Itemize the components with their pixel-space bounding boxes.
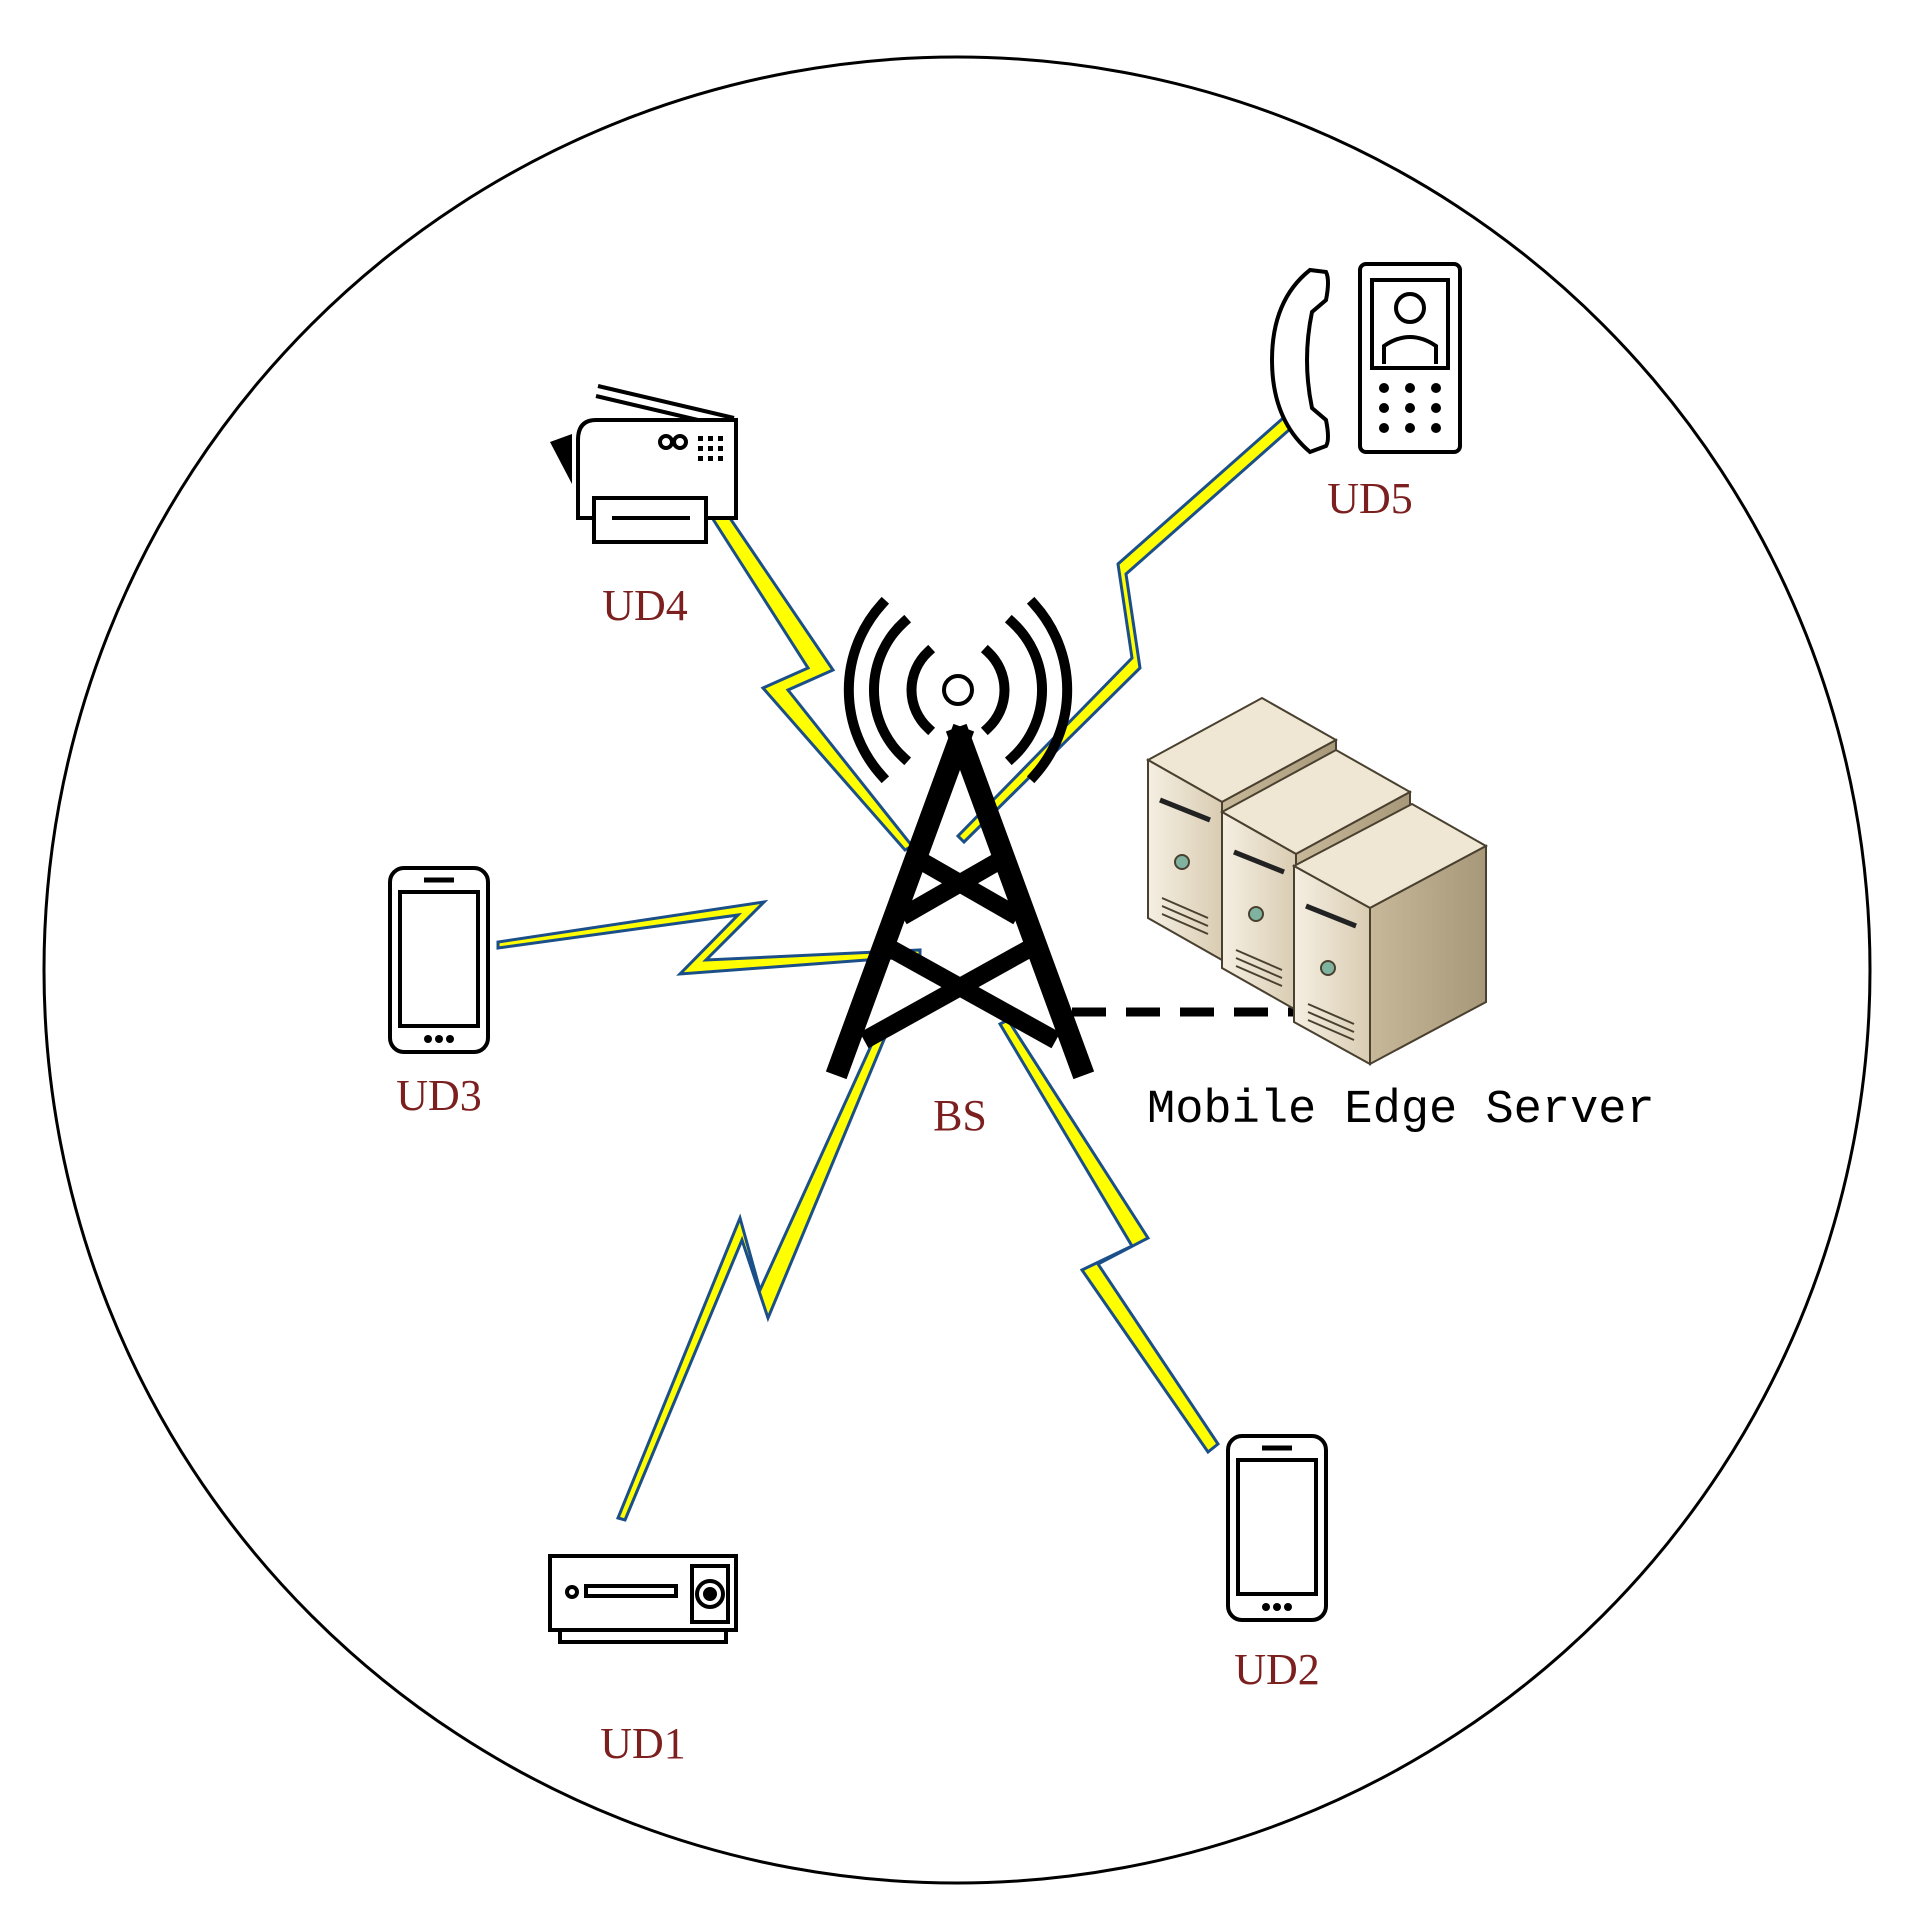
smartphone-icon bbox=[1226, 1434, 1328, 1622]
fax-printer-icon bbox=[550, 384, 738, 544]
link-ud1 bbox=[615, 1023, 890, 1522]
label-ud2: UD2 bbox=[1234, 1645, 1320, 1694]
set-top-box-icon bbox=[548, 1554, 738, 1644]
coverage-circle bbox=[42, 55, 1872, 1885]
base-station-tower-icon bbox=[825, 596, 1095, 1080]
link-ud5 bbox=[955, 409, 1301, 845]
label-server: Mobile Edge Server bbox=[1147, 1084, 1655, 1137]
label-ud1: UD1 bbox=[600, 1719, 686, 1768]
link-ud2 bbox=[997, 1018, 1221, 1455]
label-bs: BS bbox=[933, 1091, 987, 1140]
video-intercom-phone-icon bbox=[1269, 262, 1462, 455]
labels: UD4 UD5 UD3 UD1 UD2 BS Mobile Edge Serve… bbox=[396, 474, 1654, 1768]
label-ud4: UD4 bbox=[602, 581, 688, 630]
smartphone-icon bbox=[388, 866, 490, 1054]
server-unit-front bbox=[1291, 802, 1489, 1066]
link-ud3 bbox=[496, 899, 922, 976]
label-ud3: UD3 bbox=[396, 1071, 482, 1120]
mobile-edge-server-icon bbox=[1145, 696, 1489, 1066]
label-ud5: UD5 bbox=[1327, 474, 1413, 523]
wireless-links bbox=[496, 409, 1301, 1522]
